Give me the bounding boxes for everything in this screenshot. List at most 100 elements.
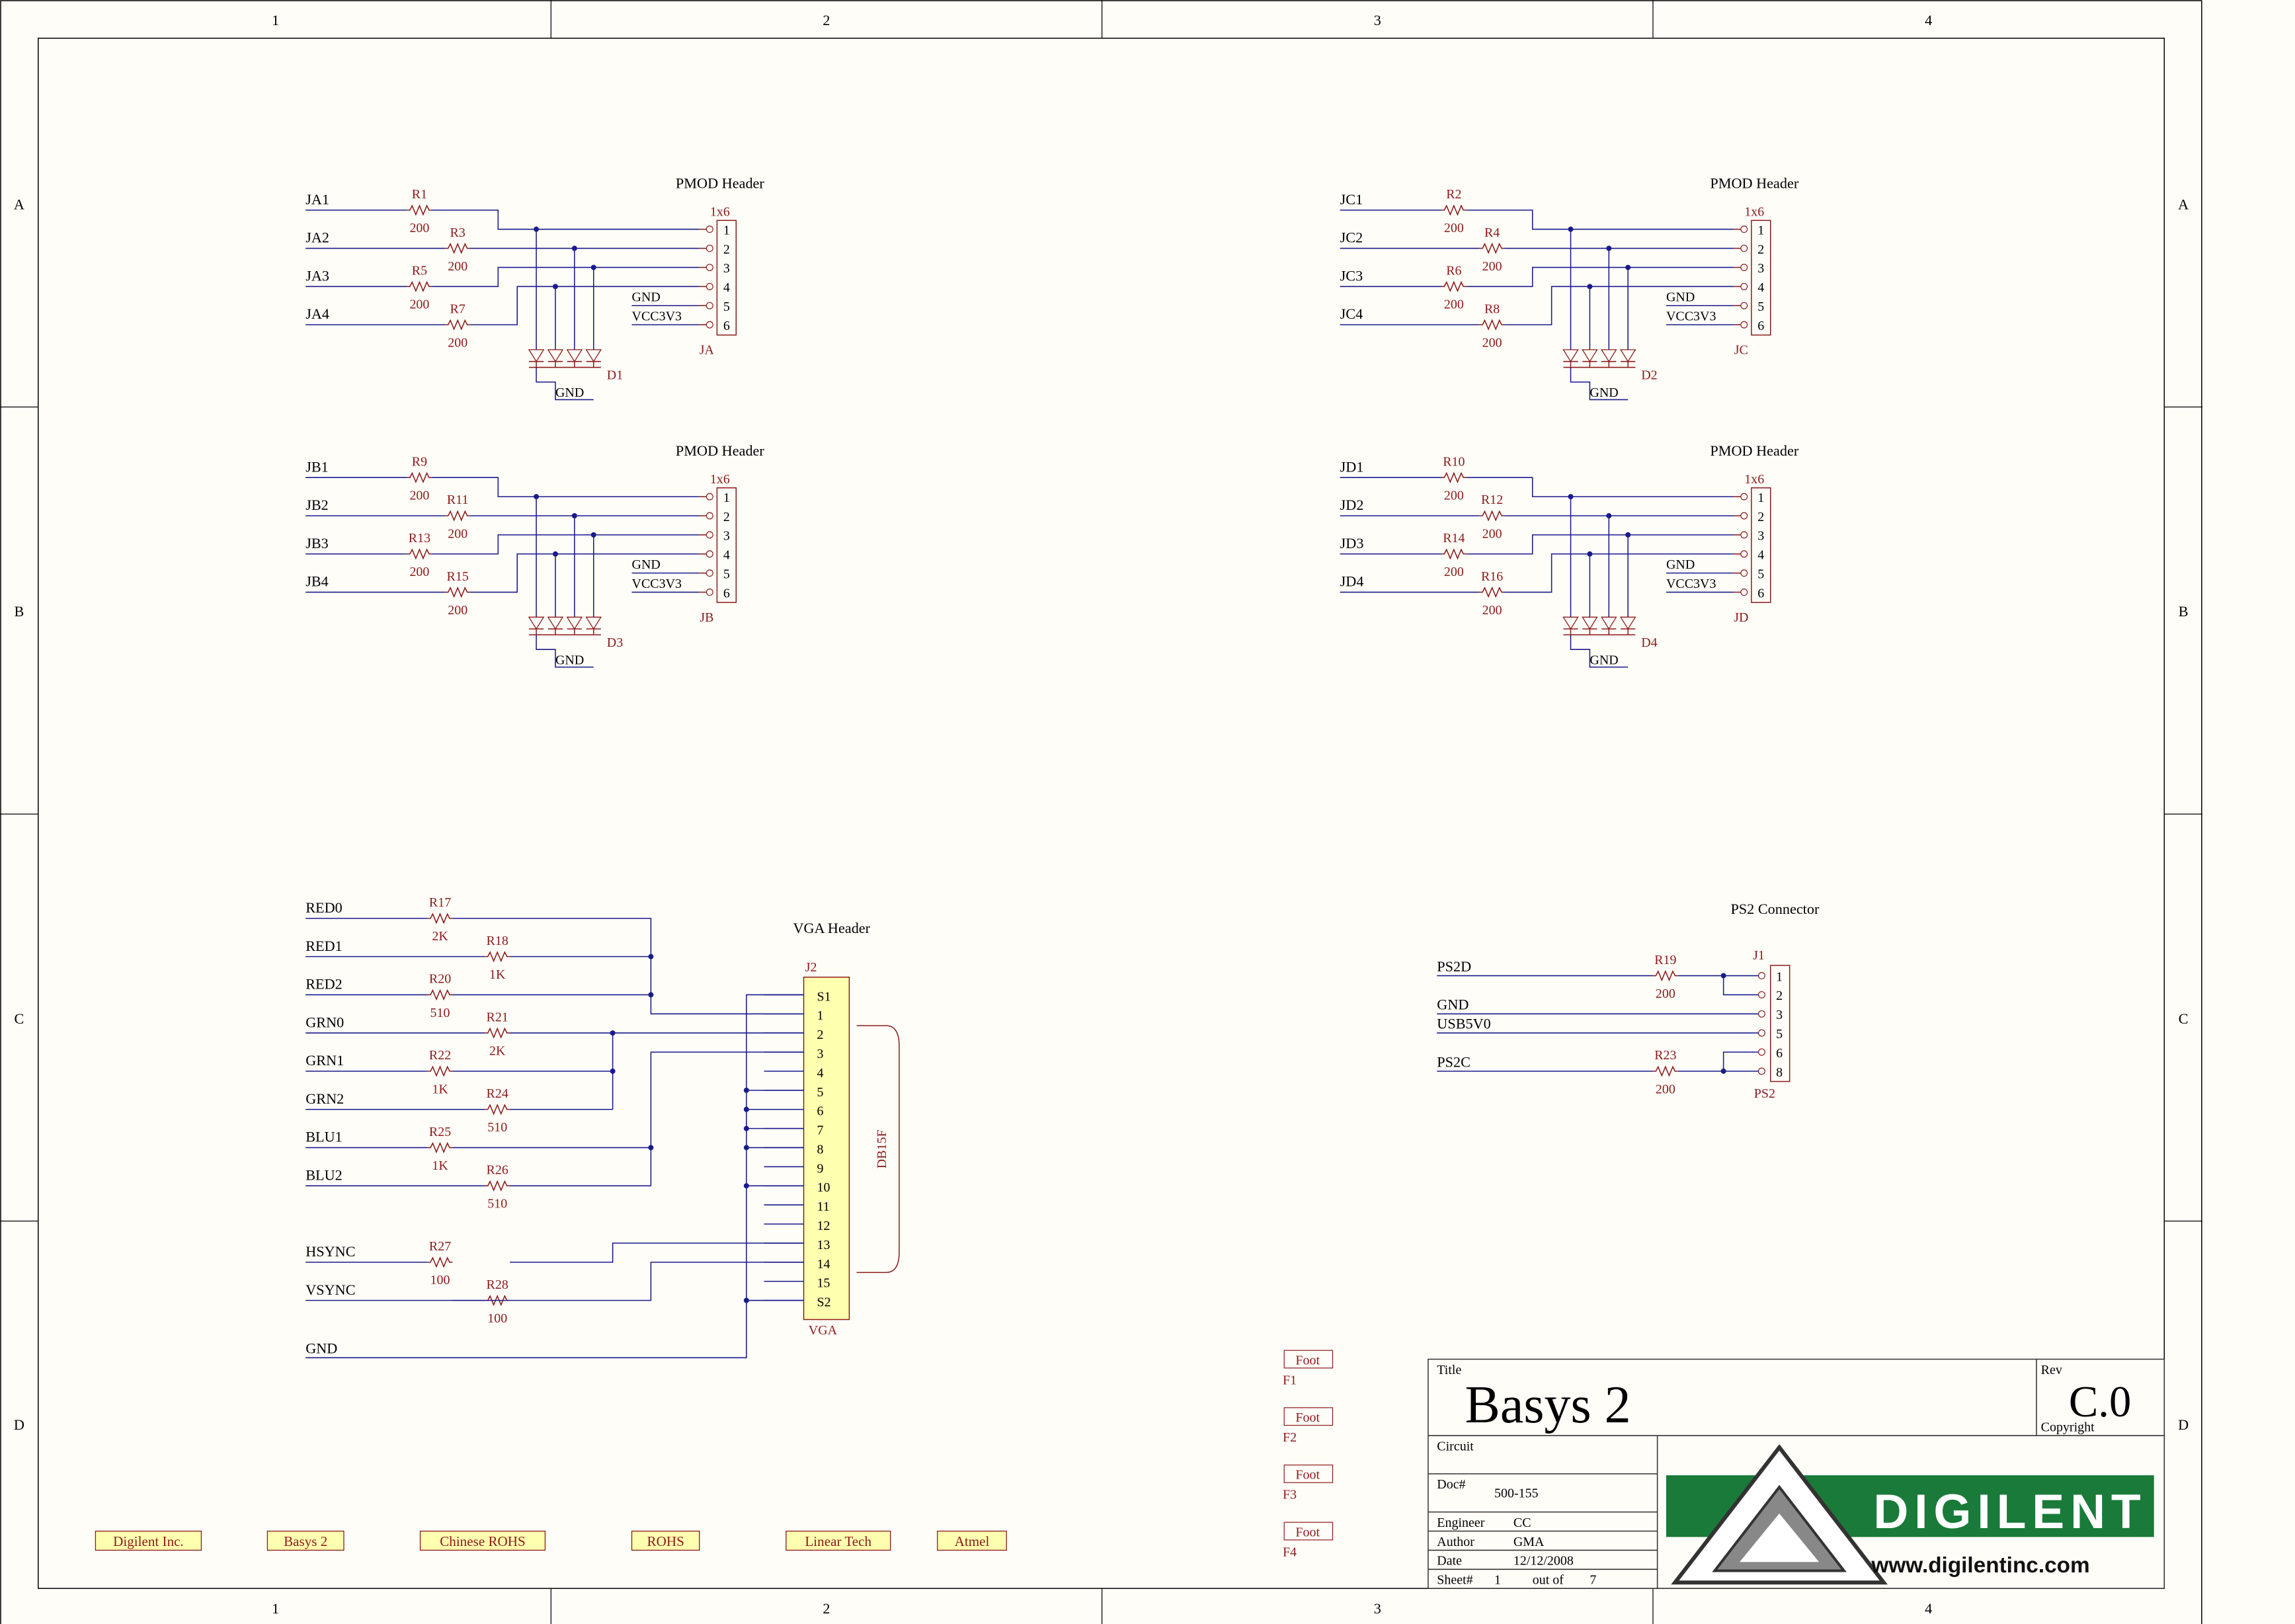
diode-triangle: [566, 616, 583, 630]
diode-gnd-wire: [536, 367, 594, 401]
footprint-ref: F1: [1283, 1373, 1297, 1387]
junction-dot: [743, 1145, 749, 1151]
resistor-value: 200: [409, 298, 429, 312]
diode-triangle: [528, 349, 545, 362]
header-body: [1751, 487, 1771, 603]
sheet-total: 7: [1590, 1573, 1596, 1588]
header-size: 1x6: [1744, 472, 1764, 487]
resistor-r21: [485, 1027, 510, 1039]
title-label: Title: [1437, 1363, 1461, 1377]
ps2-net-label: PS2D: [1437, 958, 1471, 975]
vga-net-label: RED2: [305, 976, 342, 993]
part-tag-label: ROHS: [647, 1533, 684, 1549]
ps2-pin-number: 3: [1776, 1008, 1783, 1022]
resistor-value: 100: [430, 1273, 450, 1287]
resistor-r16: [1479, 586, 1505, 598]
vga-net-label: HSYNC: [305, 1243, 355, 1260]
doc-value: 500-155: [1494, 1486, 1539, 1500]
inner-border: [38, 38, 2165, 1589]
logo-wordmark: DIGILENT: [1873, 1484, 2146, 1539]
resistor-value: 200: [1482, 335, 1502, 350]
date-label: Date: [1437, 1554, 1462, 1568]
resistor-ref: R27: [429, 1239, 451, 1254]
junction-dot: [743, 1183, 749, 1189]
resistor-r15: [445, 586, 471, 598]
resistor-r6: [1441, 280, 1467, 293]
junction-dot: [648, 954, 654, 959]
resistor-value: 510: [430, 1006, 450, 1020]
wire: [452, 918, 804, 1015]
net-label: JA4: [305, 305, 329, 322]
copyright-label: Copyright: [2041, 1420, 2095, 1434]
header-ref: JB: [700, 610, 713, 625]
diode-ref: D1: [607, 368, 623, 382]
vga-pin-number: 5: [817, 1085, 824, 1100]
part-tag-label: Linear Tech: [805, 1533, 871, 1549]
resistor-value: 200: [448, 335, 467, 350]
pin-number: 1: [723, 491, 730, 505]
diode-triangle: [1619, 349, 1636, 362]
vga-pin-number: 2: [817, 1028, 824, 1042]
pin-number: 4: [1757, 280, 1764, 295]
junction-dot: [1568, 494, 1574, 500]
diode-triangle: [1619, 616, 1636, 630]
resistor-value: 200: [448, 259, 467, 274]
footprint-ref: F2: [1283, 1430, 1297, 1445]
pin-number: 1: [723, 223, 730, 237]
net-label: JB2: [305, 497, 329, 513]
resistor-r11: [445, 510, 471, 522]
date-value: 12/12/2008: [1513, 1554, 1574, 1568]
vga-net-label: GRN1: [305, 1052, 344, 1069]
resistor-value: 2K: [489, 1044, 506, 1059]
diode-triangle: [547, 616, 564, 630]
resistor-r14: [1441, 548, 1467, 560]
net-label: JD2: [1340, 497, 1364, 513]
net-label: JA3: [305, 267, 329, 284]
resistor-ref: R13: [409, 531, 430, 546]
footprint-box: [1283, 1407, 1334, 1426]
footprint-label: Foot: [1295, 1525, 1320, 1539]
vcc-label: VCC3V3: [632, 577, 682, 591]
resistor-r10: [1441, 471, 1467, 483]
vga-pin-number: 6: [817, 1104, 824, 1119]
diode-gnd-label: GND: [1590, 653, 1618, 667]
part-tag-label: Chinese ROHS: [440, 1533, 526, 1549]
wire: [432, 477, 700, 497]
part-tag-label: Atmel: [955, 1533, 990, 1549]
resistor-value: 200: [409, 565, 429, 579]
junction-dot: [1587, 284, 1593, 290]
column-label: 1: [272, 1600, 279, 1617]
resistor-r8: [1479, 319, 1505, 331]
vga-pin-number: 9: [817, 1161, 824, 1176]
footprint-label: Foot: [1295, 1353, 1320, 1367]
pin-number: 4: [723, 548, 730, 563]
resistor-value: 200: [1444, 298, 1464, 312]
resistor-r27: [427, 1256, 453, 1268]
resistor-value: 1K: [489, 967, 506, 982]
net-label: JA1: [305, 191, 329, 208]
resistor-ref: R7: [450, 302, 465, 316]
db15-shell: [856, 1025, 900, 1274]
row-label: D: [14, 1416, 24, 1433]
pin-number: 3: [723, 261, 730, 276]
diode-triangle: [1601, 349, 1617, 362]
header-body: [1751, 220, 1771, 336]
vga-ref: J2: [805, 960, 817, 975]
resistor-r24: [485, 1104, 510, 1116]
resistor-ref: R28: [487, 1278, 508, 1292]
resistor-r20: [427, 989, 453, 1001]
vga-pin-number: 12: [817, 1219, 830, 1233]
wire: [1722, 975, 1759, 996]
author-label: Author: [1437, 1535, 1474, 1549]
net-label: JA2: [305, 229, 329, 246]
column-label: 4: [1925, 12, 1932, 28]
row-label: B: [2179, 603, 2189, 620]
footprint-box: [1283, 1350, 1334, 1369]
junction-dot: [743, 1087, 749, 1093]
diode-triangle: [528, 616, 545, 630]
row-label: A: [14, 196, 24, 213]
resistor-r1: [407, 204, 432, 216]
